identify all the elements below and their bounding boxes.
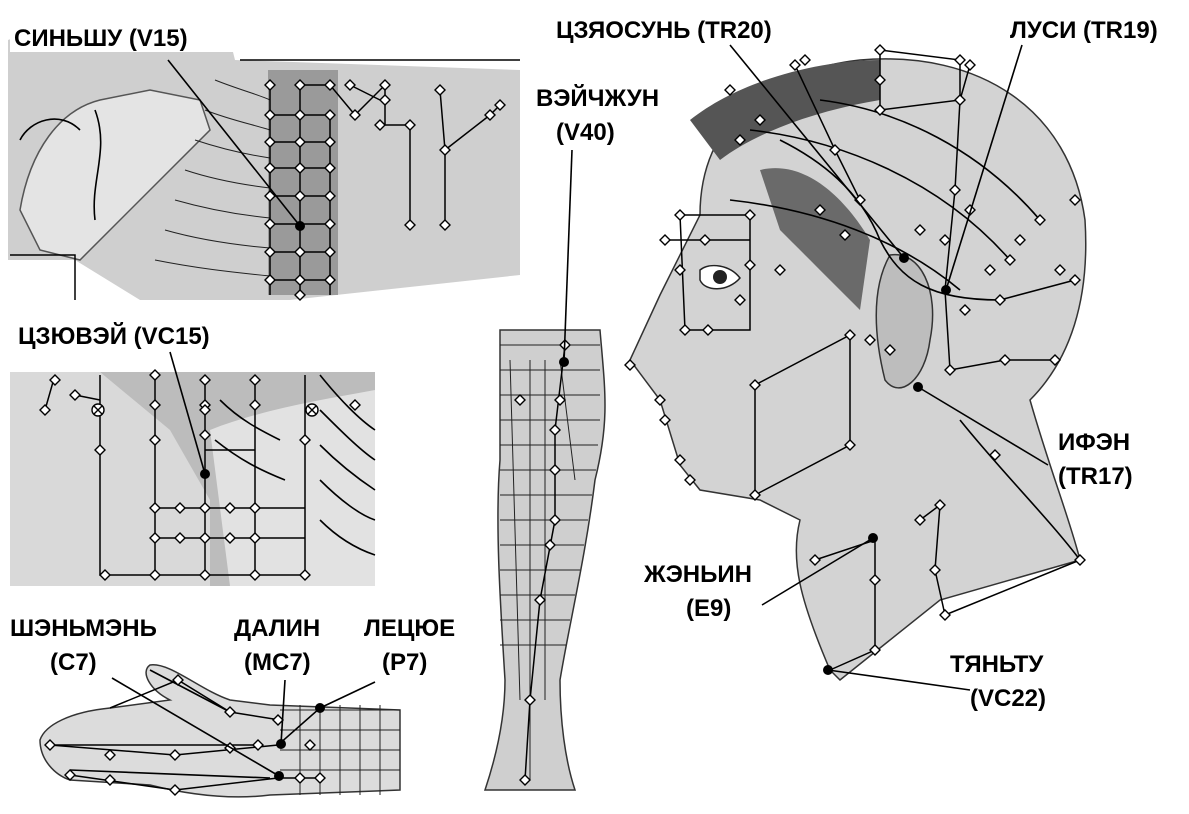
label-czyovey: ЦЗЮВЭЙ (VC15) xyxy=(18,322,210,350)
diamond-marker-icon xyxy=(965,60,975,70)
circled-x-icon xyxy=(306,404,318,416)
back-panel xyxy=(8,20,520,300)
diamond-marker-icon xyxy=(800,55,810,65)
label-lecyuye-name: ЛЕЦЮЕ xyxy=(364,615,455,642)
label-zhenyin-code: (E9) xyxy=(686,595,731,622)
diamond-marker-icon xyxy=(660,235,670,245)
label-sinshu: СИНЬШУ (V15) xyxy=(14,25,188,52)
label-zhenyin-name: ЖЭНЬИН xyxy=(643,561,752,588)
diamond-marker-icon xyxy=(675,210,685,220)
diamond-marker-icon xyxy=(875,45,885,55)
label-weizhun-name: ВЭЙЧЖУН xyxy=(536,84,659,112)
leg-panel xyxy=(485,330,605,790)
label-tyantu-name: ТЯНЬТУ xyxy=(950,651,1044,678)
diamond-marker-icon xyxy=(955,55,965,65)
label-czyaosun: ЦЗЯОСУНЬ (TR20) xyxy=(556,17,772,44)
label-ifen-name: ИФЭН xyxy=(1058,429,1130,456)
label-shenmen-code: (С7) xyxy=(50,649,97,676)
hand-panel xyxy=(40,665,400,797)
leader-p7 xyxy=(320,682,375,708)
chest-panel xyxy=(10,372,375,586)
label-shenmen-name: ШЭНЬМЭНЬ xyxy=(10,615,157,642)
leader-vc22 xyxy=(828,670,970,690)
label-dalin-name: ДАЛИН xyxy=(234,615,320,642)
diamond-marker-icon xyxy=(940,610,950,620)
label-weizhun-code: (V40) xyxy=(556,119,615,146)
label-ifen-code: (TR17) xyxy=(1058,463,1133,490)
label-lusi: ЛУСИ (TR19) xyxy=(1010,17,1158,44)
label-dalin-code: (МС7) xyxy=(244,649,311,676)
label-lecyuye-code: (Р7) xyxy=(382,649,427,676)
diamond-marker-icon xyxy=(790,60,800,70)
label-tyantu-code: (VC22) xyxy=(970,685,1046,712)
circled-x-icon xyxy=(92,404,104,416)
